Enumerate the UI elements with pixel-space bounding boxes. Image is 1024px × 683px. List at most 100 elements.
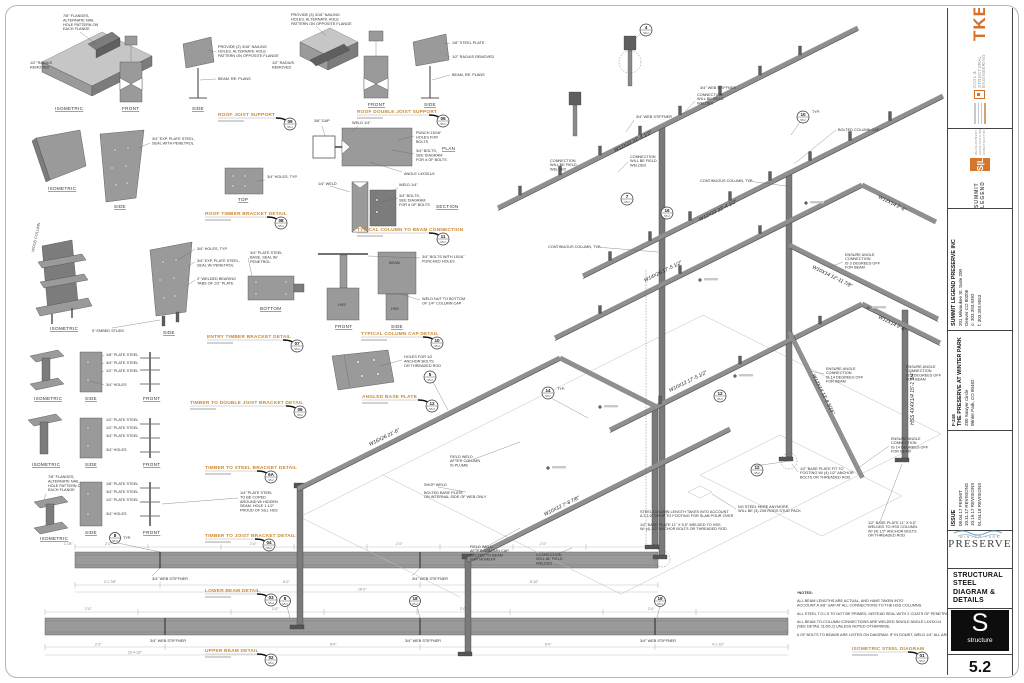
detail-number: 01 (919, 653, 925, 658)
detail-title: TIMBER TO STEEL BRACKET DETAIL (205, 465, 297, 471)
callout: SHOP WELD (424, 483, 447, 487)
lower-beam (296, 355, 562, 492)
bubble-number: 16 (657, 596, 663, 601)
svg-text:12: 12 (754, 465, 760, 470)
label: 3/4" PLATE STEEL (106, 490, 139, 494)
dim: 2'-0" (540, 542, 547, 546)
dim: 22'-4 1/2" (128, 651, 143, 655)
titleblock-project: F-248 THE PRESERVE AT WINTER PARK 280 Sa… (948, 330, 1012, 431)
view-label: SIDE (85, 396, 97, 401)
developer-word-3: CONSTRUCTION (982, 128, 986, 155)
label: 3/4" BOLTS WITH 15/16"PUNCHED HOLES (422, 255, 465, 263)
issue-label: ISSUE (951, 509, 957, 526)
svg-text:S5.2: S5.2 (754, 471, 760, 475)
label: 1/8" STEEL PLATE (452, 41, 485, 45)
detail-sheet-ref: S5.2 (268, 661, 274, 665)
side-beam (860, 301, 942, 346)
detail-number: 06 (297, 407, 303, 412)
view-label: ISOMETRIC (32, 462, 61, 467)
client-name: SUMMIT LEGEND PRESERVE INC (951, 239, 957, 326)
titleblock-discipline: S structure (948, 608, 1012, 655)
firm-address-bars (973, 103, 987, 124)
svg-text:TYP.: TYP. (557, 387, 565, 391)
bubble-number: 8 (114, 533, 117, 538)
dim: 2'-2" (95, 643, 102, 647)
detail-number: 05 (440, 116, 446, 121)
svg-text:*NOTES:: *NOTES: (797, 591, 813, 595)
label: 1/8" PLATE STEEL (106, 482, 139, 486)
dim: 8'-0" (330, 643, 337, 647)
detail-sheet-ref: S5.2 (282, 602, 288, 606)
preserve-logo-name: PRESERVE (948, 538, 1012, 550)
bubble-number: 18 (412, 596, 418, 601)
detail-number: 11 (441, 234, 446, 239)
svg-text:ALL BEAM LENGTHS ARE ACTUAL, A: ALL BEAM LENGTHS ARE ACTUAL, AND HAVE TA… (797, 599, 922, 607)
svg-text:14: 14 (545, 388, 551, 393)
detail-number: 12 (429, 401, 435, 406)
side-beam (787, 242, 940, 322)
detail-number: 10 (434, 338, 440, 343)
svg-text:4: 4 (645, 25, 648, 30)
detail-upper-beam: 2'-0" 2'-0" 2'-0" 2'-0" 8 S5.2 18 S5.2 1… (44, 595, 789, 667)
label: 3/4" PLATE STEEL (106, 434, 139, 438)
view-label: SIDE (114, 204, 126, 209)
sheet-number: 5.2 (968, 659, 992, 676)
project-name: THE PRESERVE AT WINTER PARK (957, 337, 964, 426)
isometric-steel-diagram: W12X22 22'-4 1/2" W12X22 22'-4 1/2" W14X… (289, 23, 947, 665)
label: 3/4" HOLES, TYP. (197, 247, 228, 251)
preserve-wave-icon (953, 530, 1003, 538)
gusset-plates (598, 225, 822, 405)
detail-sheet-ref: S5.2 (278, 224, 284, 228)
developer-brand: SUMMIT LEGEND (974, 181, 986, 208)
detail-title: LOWER BEAM DETAIL (205, 588, 260, 594)
label: WELD 1/4" (352, 121, 371, 125)
detail-number: 03 (268, 595, 274, 600)
callout: 3/4" WEB STIFFNER (636, 115, 672, 119)
label: ANGLE L4X3X1/4 (404, 172, 435, 176)
callout: 3/4" WEB STIFFNER (700, 86, 736, 90)
titleblock-sheet-number: 5.2 (948, 654, 1012, 683)
dim: 2'-0" (105, 542, 112, 546)
view-label: ISOMETRIC (48, 186, 77, 191)
steel-column (785, 172, 793, 458)
titleblock-firm: CIVIL & STRUCTURAL ENGINEERING TKE (948, 8, 1012, 129)
label: 1/4" WELD (318, 182, 337, 186)
label: BEAM, RE: PLANS (452, 73, 485, 77)
label: HSS (391, 307, 399, 311)
svg-text:S5.2: S5.2 (545, 394, 551, 398)
mid-beam (608, 301, 864, 433)
svg-text:S5.2: S5.2 (800, 118, 806, 122)
detail-sheet-ref: S5.2 (287, 125, 293, 129)
beam-label: W12X22 22'-4 1/2" (698, 199, 738, 223)
callout: BOLTED COLUMN CAP (838, 128, 880, 132)
view-label: SECTION (436, 204, 459, 209)
dim: 2'-0" (250, 542, 257, 546)
view-label: SIDE (391, 324, 403, 329)
firm-tagline-2: ENGINEERING (981, 54, 987, 88)
view-label: ISOMETRIC (55, 106, 84, 111)
detail-sheet-ref: S5.2 (429, 407, 435, 411)
dim: 19'-2" (358, 588, 367, 592)
label: 5" EMBED STUDS (92, 329, 124, 333)
detail-sheet-ref: S5.2 (266, 546, 272, 550)
view-label: ISOMETRIC (34, 396, 63, 401)
general-notes: *NOTES: ALL BEAM LENGTHS ARE ACTUAL, AND… (797, 591, 947, 637)
svg-text:TYP.: TYP. (812, 110, 820, 114)
elevation-markers (545, 200, 886, 471)
firm-logo-text: TKE (970, 8, 989, 41)
label: 3/4" WEB STIFFNER (412, 577, 448, 581)
titleblock-developer: SUMMIT LEGEND S|L DEVELOPMENT ARCHITECTU… (948, 128, 1012, 209)
